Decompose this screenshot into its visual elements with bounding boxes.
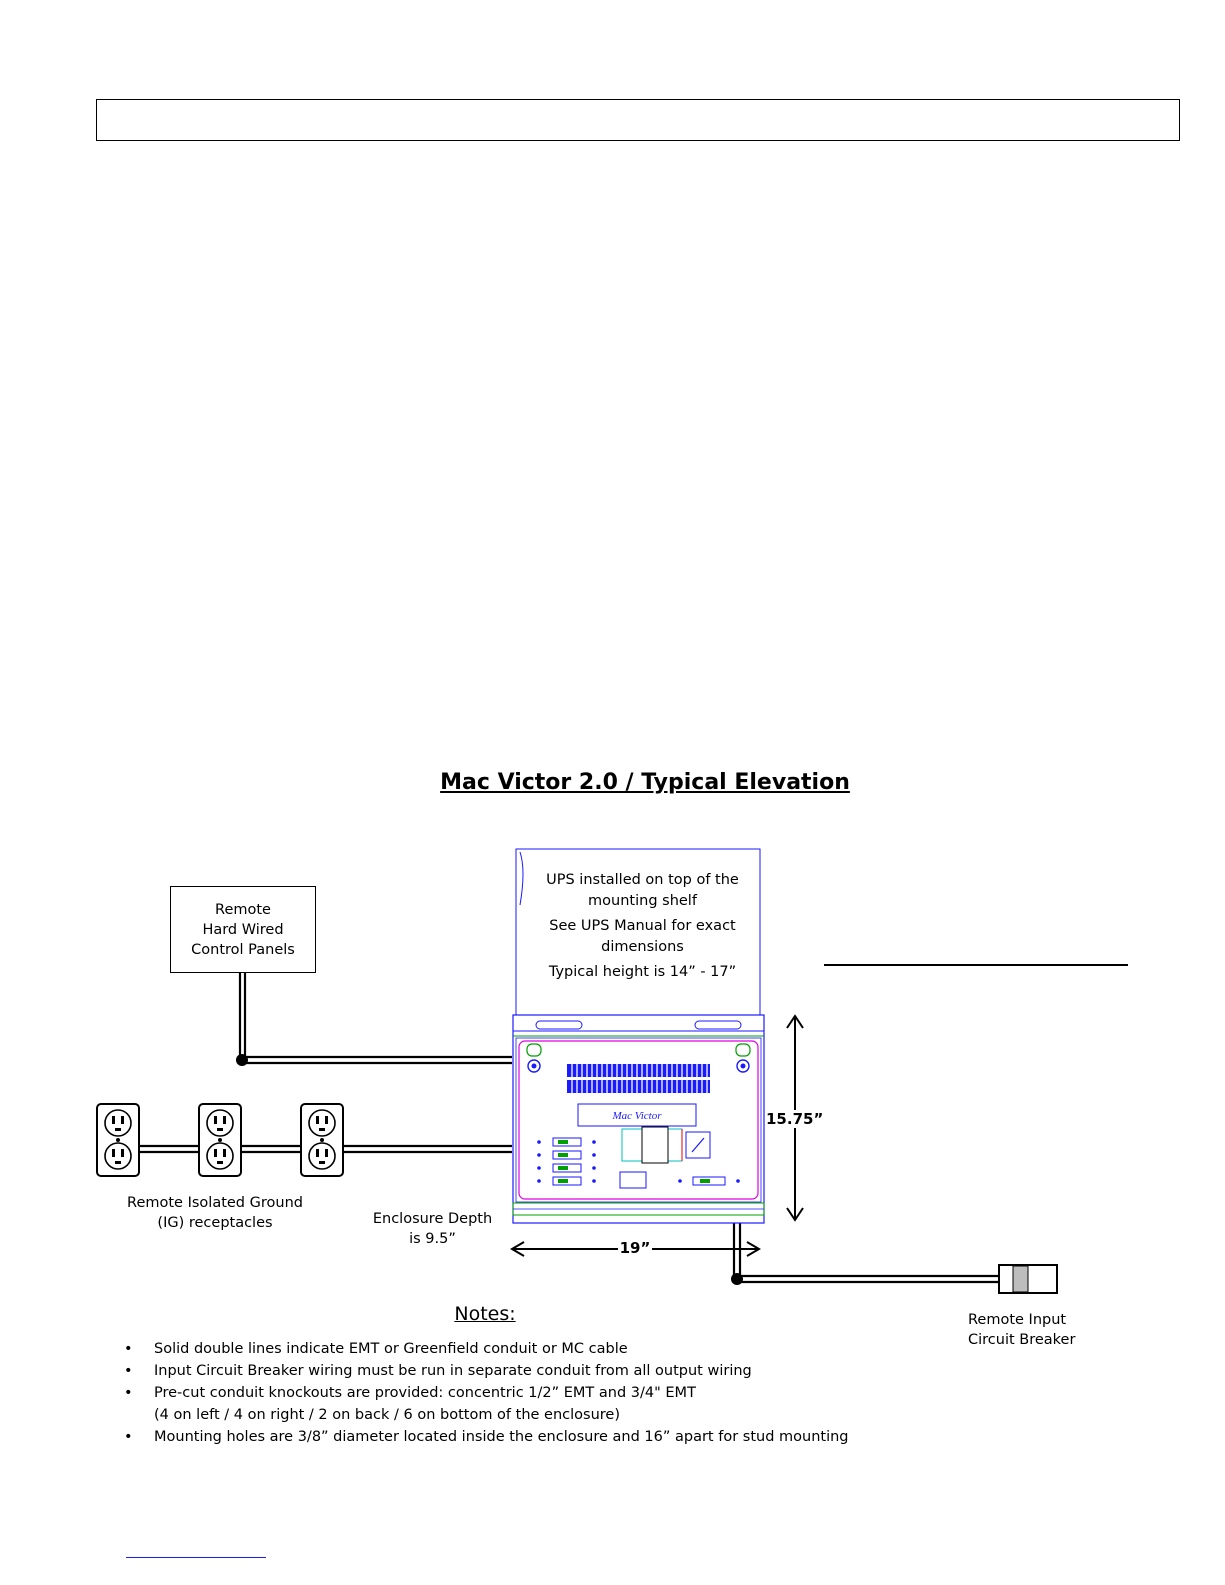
- control-panel-label-3: Control Panels: [191, 941, 295, 958]
- vent-slots: [567, 1064, 710, 1093]
- height-dimension-label: 15.75”: [766, 1110, 824, 1128]
- receptacles-label: Remote Isolated Ground (IG) receptacles: [110, 1193, 320, 1233]
- receptacle-icon: [96, 1103, 140, 1177]
- enclosure-panel: Mac Victor: [512, 1014, 765, 1224]
- conduit-junction-dot: [236, 1054, 248, 1066]
- notes-list: Solid double lines indicate EMT or Green…: [120, 1338, 1020, 1448]
- ups-note-line-3: See UPS Manual for exact: [549, 918, 736, 934]
- breaker-junction-dot: [731, 1273, 743, 1285]
- notes-title: Notes:: [454, 1303, 516, 1325]
- breaker-icon: [998, 1264, 1058, 1294]
- note-item: Input Circuit Breaker wiring must be run…: [120, 1360, 1020, 1382]
- control-panel-label-1: Remote: [215, 901, 271, 918]
- receptacles-label-line-1: Remote Isolated Ground: [127, 1195, 303, 1211]
- note-item: Mounting holes are 3/8” diameter located…: [120, 1426, 1020, 1448]
- note-item: Solid double lines indicate EMT or Green…: [120, 1338, 1020, 1360]
- note-item: Pre-cut conduit knockouts are provided: …: [120, 1382, 1020, 1404]
- control-panel-box: Remote Hard Wired Control Panels: [170, 886, 316, 973]
- breaker-label-line-1: Remote Input: [968, 1312, 1067, 1328]
- receptacle-icon: [198, 1103, 242, 1177]
- conduit-breaker: [732, 1222, 1000, 1284]
- enclosure-depth-label: Enclosure Depth is 9.5”: [360, 1209, 505, 1249]
- ups-note-line-5: Typical height is 14” - 17”: [548, 964, 737, 980]
- nameplate-brand: Mac Victor: [612, 1110, 663, 1122]
- width-dimension-label: 19”: [618, 1239, 652, 1257]
- width-dimension-arrow: [510, 1241, 761, 1257]
- receptacle-icon: [300, 1103, 344, 1177]
- control-panel-label-2: Hard Wired: [202, 921, 284, 938]
- ups-note-line-2: mounting shelf: [588, 893, 697, 909]
- enclosure-depth-line-2: is 9.5”: [409, 1231, 456, 1247]
- header-box: [96, 99, 1180, 141]
- conduit-control-panel: [238, 973, 512, 1065]
- enclosure-depth-line-1: Enclosure Depth: [372, 1211, 493, 1227]
- note-item-continuation: (4 on left / 4 on right / 2 on back / 6 …: [154, 1407, 620, 1423]
- ups-note-line-4: dimensions: [601, 939, 684, 955]
- footer-link-underline[interactable]: [126, 1557, 266, 1558]
- ups-note-line-1: UPS installed on top of the: [546, 872, 739, 888]
- ups-note: UPS installed on top of the mounting she…: [520, 870, 765, 983]
- diagram-title: Mac Victor 2.0 / Typical Elevation: [440, 770, 850, 795]
- receptacles-label-line-2: (IG) receptacles: [157, 1215, 273, 1231]
